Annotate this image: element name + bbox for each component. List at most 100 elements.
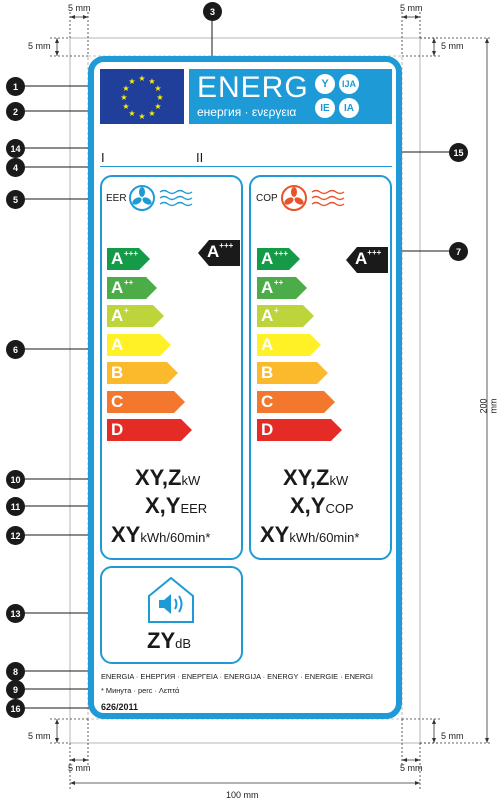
eer-label: EER — [106, 193, 127, 204]
grade-plus: +++ — [274, 249, 289, 258]
dim-bottom-left: 5 mm — [68, 763, 91, 773]
grade-letter: C — [261, 391, 274, 411]
dim-height: 200 mm — [478, 398, 497, 414]
callout-badge: 4 — [6, 158, 25, 177]
grade-bar: B — [107, 362, 178, 384]
grade-bar: A+++ — [257, 248, 300, 270]
callout-badge: 12 — [6, 526, 25, 545]
noise-panel — [100, 566, 243, 664]
grade-bar: D — [107, 419, 192, 441]
marker-two: II — [196, 150, 204, 165]
grade-letter: B — [111, 363, 124, 382]
grade-bar: A+++ — [107, 248, 150, 270]
grade-bar: A — [107, 333, 171, 356]
grade-bar: A — [257, 333, 321, 356]
callout-badge: 8 — [6, 662, 25, 681]
cooling-energy: XYkWh/60min* — [111, 522, 211, 547]
svg-text:★: ★ — [148, 109, 155, 118]
cop-label: COP — [256, 193, 278, 204]
energ-title: ENERG — [197, 71, 309, 104]
callout-badge: 3 — [203, 2, 222, 21]
cooling-eer: X,YEER — [145, 493, 208, 518]
svg-text:★: ★ — [154, 102, 161, 111]
dim-side-br: 5 mm — [441, 731, 464, 741]
callout-badge: 11 — [6, 497, 25, 516]
callout-badge: 6 — [6, 340, 25, 359]
grade-letter: A — [261, 306, 274, 325]
heating-rating-text: A+++ — [355, 248, 382, 268]
grade-bar: B — [257, 362, 328, 384]
sun-fan-icon — [281, 185, 345, 211]
svg-text:★: ★ — [154, 84, 161, 93]
grade-letter: D — [111, 420, 124, 439]
callout-badge: 2 — [6, 102, 25, 121]
speaker-house-icon — [148, 576, 194, 623]
svg-text:★: ★ — [156, 93, 163, 102]
cooling-rating-text: A+++ — [207, 241, 234, 261]
grade-plus: + — [274, 306, 279, 315]
callout-badge: 16 — [6, 699, 25, 718]
heating-cop: X,YCOP — [290, 493, 354, 518]
cooling-rating-arrow — [198, 240, 240, 266]
callout-badge: 1 — [6, 77, 25, 96]
grade-bar: A+ — [107, 305, 164, 327]
energia-languages: ENERGIA · ЕНЕРГИЯ · ΕΝΕΡΓΕΙΑ · ENERGIJA … — [101, 672, 373, 681]
grade-plus: + — [124, 306, 129, 315]
grade-plus: ++ — [124, 277, 134, 287]
svg-text:★: ★ — [128, 109, 135, 118]
callout-badge: 5 — [6, 190, 25, 209]
dim-side-tl: 5 mm — [28, 41, 51, 51]
grade-letter: C — [111, 391, 124, 411]
svg-text:★: ★ — [122, 84, 129, 93]
grade-letter: A — [111, 306, 124, 325]
grade-letter: A — [261, 334, 274, 354]
heating-energy: XYkWh/60min* — [260, 522, 360, 547]
svg-text:★: ★ — [128, 77, 135, 86]
callout-badge: 10 — [6, 470, 25, 489]
heating-capacity: XY,ZkW — [283, 465, 349, 490]
callout-badge: 9 — [6, 680, 25, 699]
eu-stars-icon: ★★★ ★★★ ★★★ ★★★ — [120, 74, 163, 121]
marker-one: I — [101, 150, 105, 165]
dim-side-bl: 5 mm — [28, 731, 51, 741]
svg-text:★: ★ — [122, 102, 129, 111]
grade-bar: C — [257, 390, 335, 413]
grade-bar: D — [257, 419, 342, 441]
noise-level: ZYdB — [147, 628, 192, 653]
callout-badge: 15 — [449, 143, 468, 162]
eu-flag: ★★★ ★★★ ★★★ ★★★ — [100, 69, 184, 124]
cooling-capacity: XY,ZkW — [135, 465, 201, 490]
dim-side-tr: 5 mm — [441, 41, 464, 51]
callout-badge: 13 — [6, 604, 25, 623]
dim-top-left: 5 mm — [68, 3, 91, 13]
minute-note: * Минута · perc · Λεπτά — [101, 686, 180, 695]
dim-top-right: 5 mm — [400, 3, 423, 13]
callout-badge: 7 — [449, 242, 468, 261]
grade-bar: C — [107, 390, 185, 413]
grade-letter: A — [261, 277, 274, 297]
grade-bar: A+ — [257, 305, 314, 327]
grade-letter: A — [111, 249, 124, 268]
lang-badge: Y — [315, 74, 335, 94]
grade-letter: A — [111, 334, 124, 354]
separator-line — [100, 166, 392, 167]
dim-bottom-right: 5 mm — [400, 763, 423, 773]
callout-badge: 14 — [6, 139, 25, 158]
lang-badge: IE — [315, 98, 335, 118]
energ-subtitle: енергия · ενεργεια — [197, 105, 297, 119]
grade-letter: A — [261, 249, 274, 268]
grade-letter: B — [261, 363, 274, 382]
svg-text:★: ★ — [138, 74, 145, 83]
svg-text:★: ★ — [120, 93, 127, 102]
lang-badge: IJA — [339, 74, 359, 94]
grade-plus: ++ — [274, 277, 284, 287]
snowflake-fan-icon — [129, 185, 193, 211]
heating-rating-arrow — [346, 247, 388, 273]
svg-text:★: ★ — [138, 112, 145, 121]
grade-letter: A — [111, 277, 124, 297]
regulation-number: 626/2011 — [101, 702, 139, 712]
grade-plus: +++ — [124, 249, 139, 258]
energ-header: ENERG енергия · ενεργεια Y IJA IE IA — [189, 69, 392, 124]
grade-bar: A++ — [257, 276, 307, 299]
grade-bar: A++ — [107, 276, 157, 299]
